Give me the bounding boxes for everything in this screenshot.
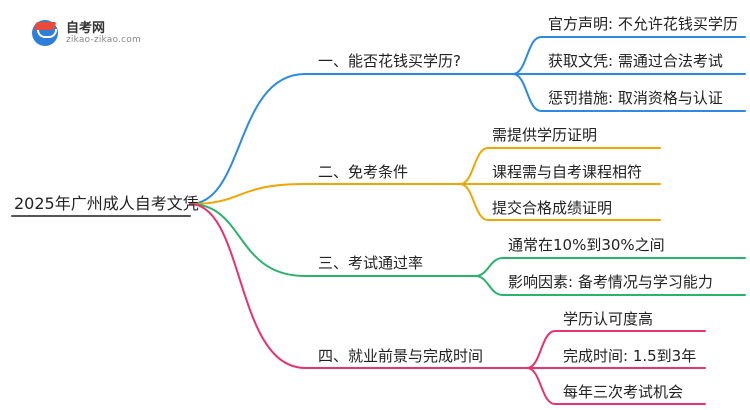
branch-3-child-2: 影响因素: 备考情况与学习能力: [508, 273, 713, 291]
branch-1-child-3-connector: [512, 73, 746, 112]
branch-3-child-1: 通常在10%到30%之间: [508, 236, 665, 254]
logo-url: zikao-zikao.com: [66, 35, 141, 45]
root-topic: 2025年广州成人自考文凭: [14, 194, 199, 213]
branch-4-child-1: 学历认可度高: [563, 310, 654, 328]
branch-4-child-3: 每年三次考试机会: [563, 383, 684, 401]
branch-1-label: 一、能否花钱买学历?: [318, 52, 461, 70]
branch-2-label: 二、免考条件: [318, 163, 409, 181]
branch-3-child-2-connector: [474, 275, 746, 296]
branch-1-child-3: 惩罚措施: 取消资格与认证: [548, 89, 723, 107]
branch-2-connector: [189, 183, 461, 205]
branch-4-connector: [189, 203, 528, 369]
branch-2-child-1-connector: [459, 147, 661, 185]
branch-3-connector: [189, 203, 476, 277]
branch-1-connector: [189, 73, 514, 205]
branch-2-child-1: 需提供学历证明: [492, 126, 598, 144]
branch-3-child-1-connector: [474, 257, 746, 277]
branch-1-child-1: 官方声明: 不允许花钱买学历: [548, 15, 738, 33]
logo: 自考网 zikao-zikao.com: [32, 16, 142, 50]
branch-4-child-3-connector: [526, 367, 706, 405]
branch-1-child-2: 获取文凭: 需通过合法考试: [548, 52, 723, 70]
branch-3-label: 三、考试通过率: [318, 254, 424, 272]
branch-2-child-3-connector: [459, 183, 661, 221]
branch-2-child-2: 课程需与自考课程相符: [492, 163, 643, 181]
logo-name: 自考网: [66, 21, 106, 36]
branch-1-child-1-connector: [512, 36, 746, 75]
branch-2-child-3: 提交合格成绩证明: [492, 199, 613, 217]
branch-4-child-1-connector: [526, 330, 706, 369]
branch-4-label: 四、就业前景与完成时间: [318, 347, 484, 365]
branch-4-child-2: 完成时间: 1.5到3年: [563, 347, 697, 365]
